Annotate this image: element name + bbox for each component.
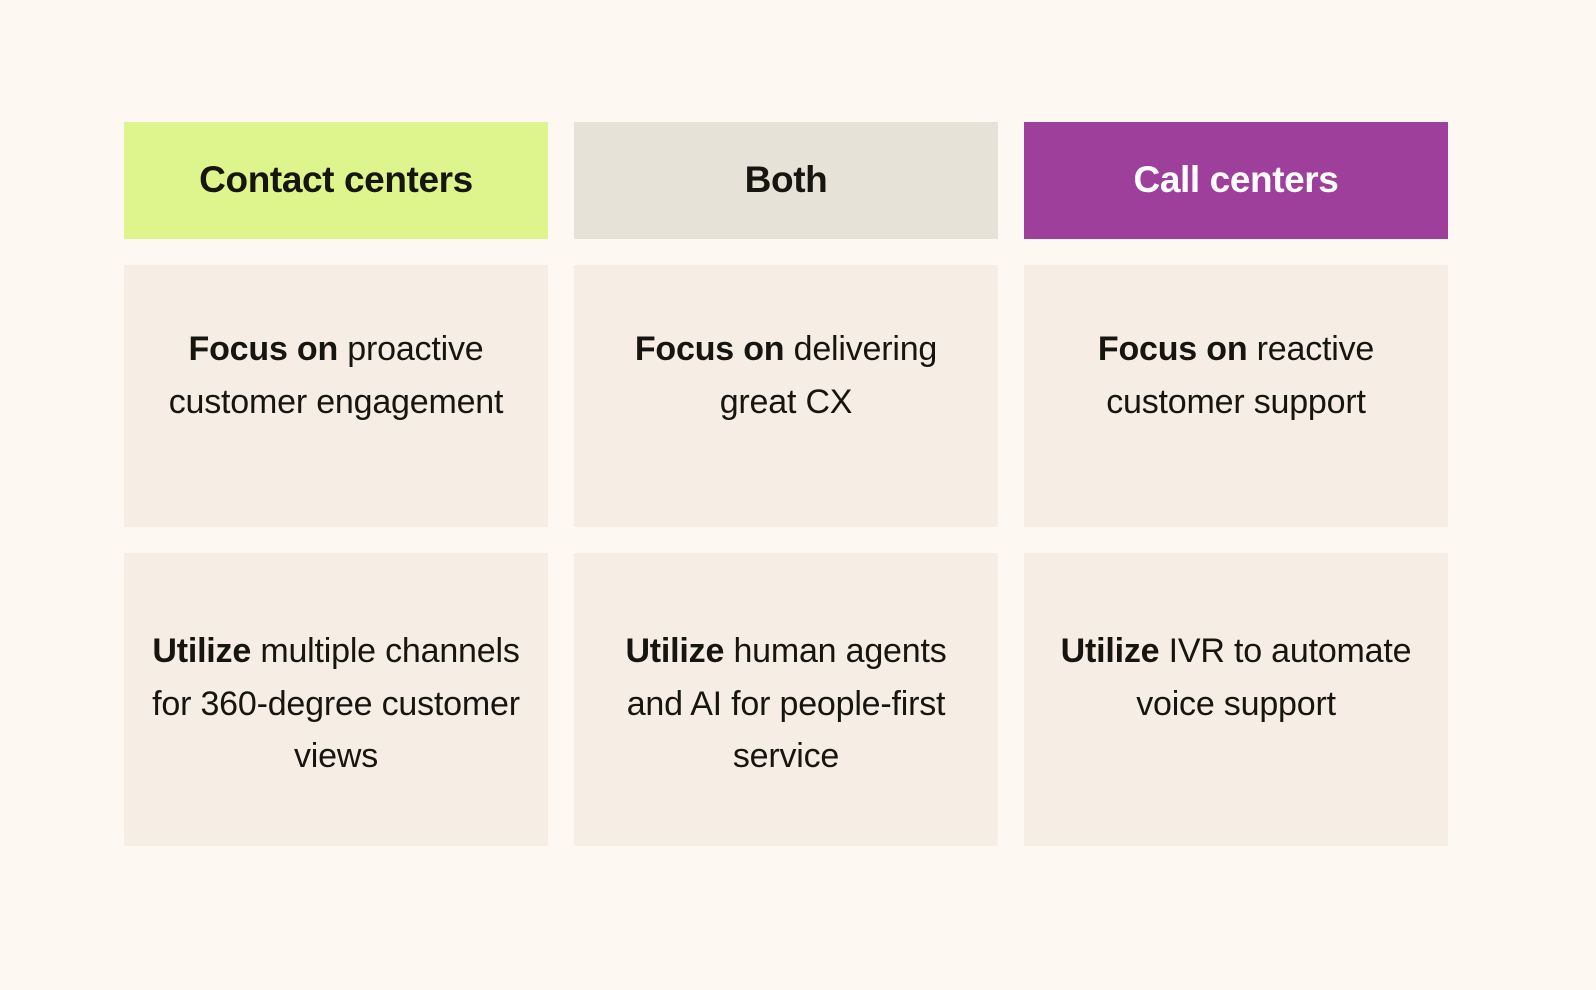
cell-focus-contact-centers: Focus on proactive customer engagement: [124, 265, 548, 527]
cell-utilize-call-centers: Utilize IVR to automate voice support: [1024, 553, 1448, 846]
cell-body: reactive customer support: [1106, 330, 1375, 421]
cell-text: Focus on reactive customer support: [1046, 323, 1426, 428]
cell-lead: Focus on: [634, 330, 785, 368]
column-header-both: Both: [574, 122, 998, 239]
cell-focus-call-centers: Focus on reactive customer support: [1024, 265, 1448, 527]
comparison-grid: Contact centers Both Call centers Focus …: [124, 122, 1472, 846]
column-header-label: Both: [744, 159, 828, 201]
cell-utilize-contact-centers: Utilize multiple channels for 360-degree…: [124, 553, 548, 846]
cell-text: Utilize IVR to automate voice support: [1046, 625, 1426, 730]
cell-body: multiple channels for 360-degree custome…: [152, 632, 520, 776]
cell-text: Focus on proactive customer engagement: [146, 323, 526, 428]
cell-lead: Focus on: [1097, 330, 1248, 368]
cell-lead: Utilize: [152, 632, 252, 670]
cell-text: Focus on delivering great CX: [596, 323, 976, 428]
cell-body: delivering great CX: [719, 330, 938, 421]
column-header-label: Contact centers: [199, 159, 473, 201]
cell-lead: Utilize: [1060, 632, 1160, 670]
column-header-contact-centers: Contact centers: [124, 122, 548, 239]
cell-text: Utilize human agents and AI for people-f…: [596, 625, 976, 783]
cell-lead: Utilize: [625, 632, 725, 670]
column-header-label: Call centers: [1133, 159, 1339, 201]
comparison-table: Contact centers Both Call centers Focus …: [124, 122, 1472, 846]
cell-focus-both: Focus on delivering great CX: [574, 265, 998, 527]
cell-utilize-both: Utilize human agents and AI for people-f…: [574, 553, 998, 846]
column-header-call-centers: Call centers: [1024, 122, 1448, 239]
cell-body: IVR to automate voice support: [1136, 632, 1412, 723]
cell-body: proactive customer engagement: [168, 330, 504, 421]
cell-text: Utilize multiple channels for 360-degree…: [146, 625, 526, 783]
cell-body: human agents and AI for people-first ser…: [626, 632, 947, 776]
cell-lead: Focus on: [188, 330, 339, 368]
